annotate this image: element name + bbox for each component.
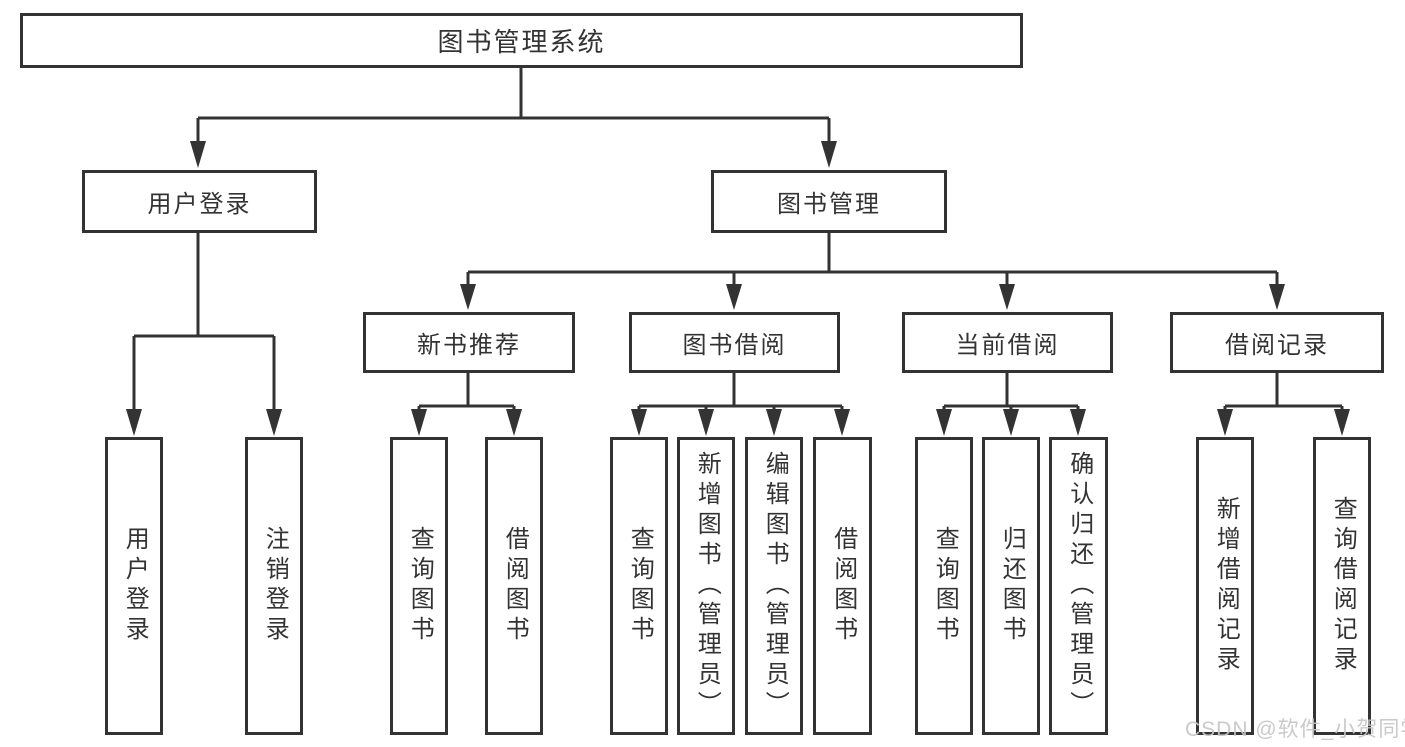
- node-label: 图书借阅: [682, 332, 787, 359]
- node-label: 新书推荐: [417, 332, 521, 359]
- leaf-edit-books-admin: 编辑图书（管理员）: [745, 437, 803, 735]
- node-label: 图书管理: [777, 191, 881, 218]
- node-label: 用户登录: [121, 526, 149, 646]
- node-label: 借阅图书: [829, 526, 857, 646]
- leaf-borrow-books-recommend: 借阅图书: [485, 437, 543, 735]
- node-label: 新增借阅记录: [1212, 496, 1240, 676]
- node-label: 当前借阅: [955, 332, 1060, 359]
- leaf-query-books-current: 查询图书: [915, 437, 973, 735]
- node-label: 查询图书: [406, 526, 434, 646]
- node-root: 图书管理系统: [20, 13, 1023, 68]
- node-label: 确认归还（管理员）: [1065, 451, 1093, 721]
- leaf-user-login: 用户登录: [105, 437, 163, 735]
- node-label: 注销登录: [261, 526, 289, 646]
- leaf-logout: 注销登录: [245, 437, 303, 735]
- leaf-query-borrow-record: 查询借阅记录: [1313, 437, 1371, 735]
- node-label: 新增图书（管理员）: [693, 451, 721, 721]
- node-label: 归还图书: [998, 526, 1026, 646]
- node-current-borrow: 当前借阅: [902, 312, 1113, 373]
- node-label: 用户登录: [147, 191, 252, 218]
- node-new-book-recommend: 新书推荐: [363, 312, 575, 373]
- node-user-login: 用户登录: [82, 170, 317, 233]
- node-label: 查询借阅记录: [1329, 496, 1357, 676]
- leaf-add-borrow-record: 新增借阅记录: [1196, 437, 1254, 735]
- node-label: 查询图书: [626, 526, 654, 646]
- node-book-borrow: 图书借阅: [629, 312, 840, 373]
- node-label: 图书管理系统: [437, 27, 606, 57]
- node-borrow-records: 借阅记录: [1170, 312, 1384, 373]
- node-label: 查询图书: [931, 526, 959, 646]
- leaf-query-books-recommend: 查询图书: [390, 437, 448, 735]
- leaf-confirm-return-admin: 确认归还（管理员）: [1049, 437, 1108, 735]
- node-label: 编辑图书（管理员）: [761, 451, 789, 721]
- csdn-watermark: CSDN @软件_小贺同学: [1185, 718, 1405, 741]
- node-label: 借阅图书: [501, 526, 529, 646]
- leaf-add-books-admin: 新增图书（管理员）: [677, 437, 735, 735]
- leaf-query-books-borrow: 查询图书: [610, 437, 668, 735]
- node-book-management: 图书管理: [711, 170, 947, 233]
- leaf-return-books: 归还图书: [982, 437, 1040, 735]
- leaf-borrow-books: 借阅图书: [813, 437, 872, 735]
- node-label: 借阅记录: [1225, 332, 1329, 359]
